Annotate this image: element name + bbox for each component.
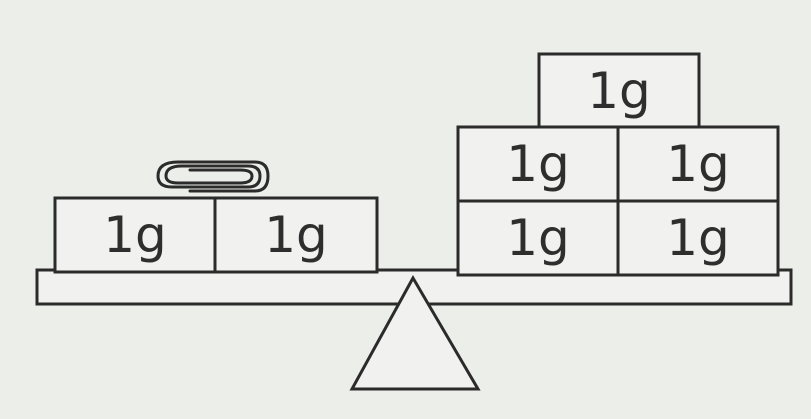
right-block-bottom-right [616, 199, 780, 277]
triangle-fulcrum-icon [349, 274, 481, 391]
right-block-bottom-right-label: 1g [666, 209, 730, 267]
left-pan: 1g 1g [53, 160, 379, 274]
right-block-middle-right-label: 1g [666, 135, 730, 193]
paperclip-icon [156, 160, 270, 193]
right-block-bottom-left-label: 1g [506, 209, 570, 267]
right-pan: 1g 1g 1g 1g 1g [456, 52, 780, 277]
left-block-1-label: 1g [103, 206, 167, 264]
right-block-top-label: 1g [587, 62, 651, 120]
right-block-middle-left-label: 1g [506, 135, 570, 193]
left-block-2-label: 1g [264, 206, 328, 264]
right-block-bottom-left [456, 199, 620, 277]
right-block-top [537, 52, 701, 130]
